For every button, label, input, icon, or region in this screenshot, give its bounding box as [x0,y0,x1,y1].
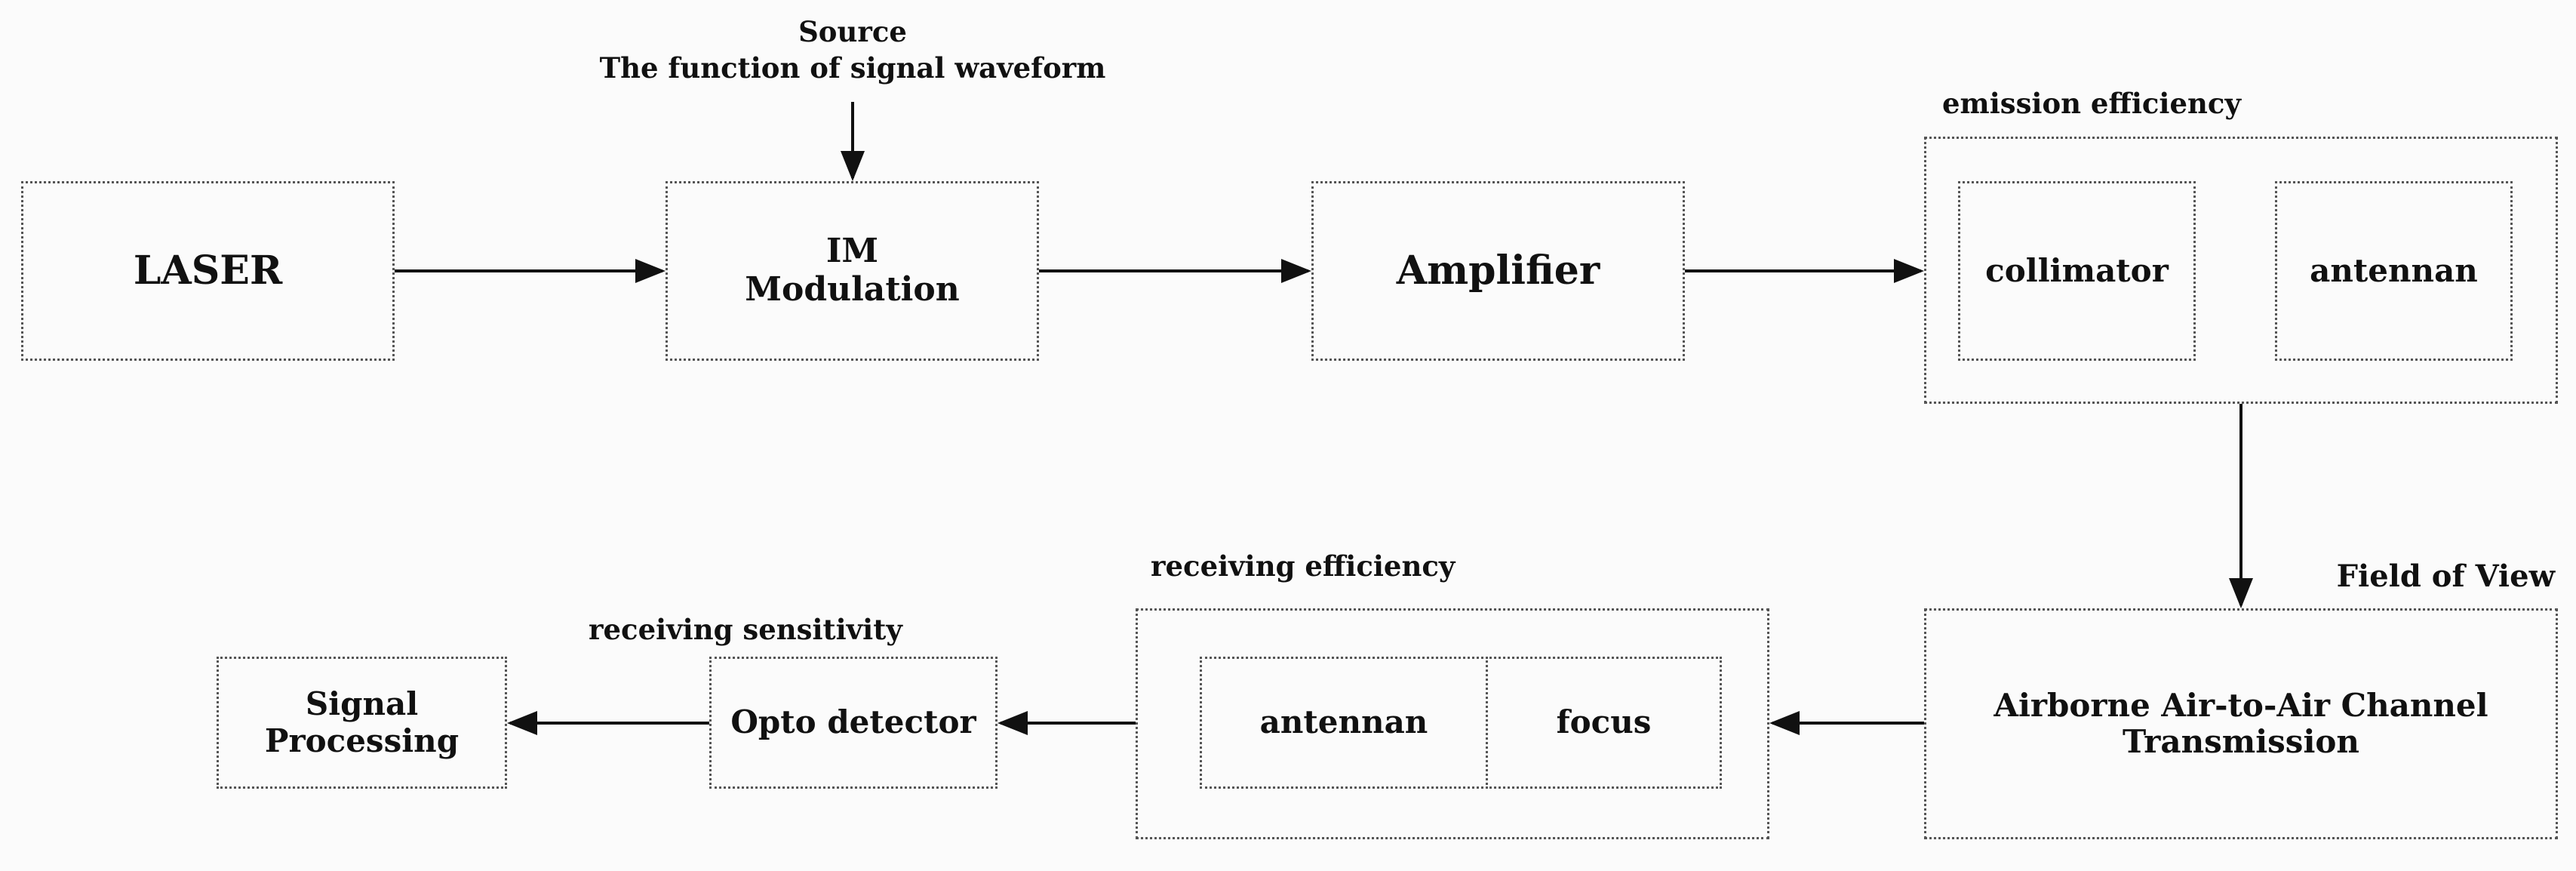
source-title: Source [798,15,907,48]
processing-label: Signal Processing [264,685,460,759]
source-label: Source The function of signal waveform [0,14,1705,86]
tx-antenna-block: antennan [2275,181,2513,361]
focus-label: focus [1556,703,1652,741]
processing-block: Signal Processing [217,657,507,789]
emission-efficiency-label: emission efficiency [1942,87,2241,120]
modulation-label: IM Modulation [745,232,960,309]
detector-block: Opto detector [709,657,998,789]
focus-block: focus [1486,657,1722,789]
rx-antenna-label: antennan [1259,703,1428,741]
amplifier-label: Amplifier [1396,248,1600,294]
source-subtitle: The function of signal waveform [599,51,1106,85]
receiving-group [1136,608,1769,839]
detector-label: Opto detector [730,703,976,741]
receiving-efficiency-label: receiving efficiency [1151,549,1456,583]
amplifier-block: Amplifier [1311,181,1685,361]
collimator-label: collimator [1985,251,2169,289]
modulation-block: IM Modulation [666,181,1039,361]
collimator-block: collimator [1958,181,2196,361]
channel-block: Airborne Air-to-Air Channel Transmission [1924,608,2558,839]
laser-label: LASER [133,248,283,294]
channel-label: Airborne Air-to-Air Channel Transmission [1993,686,2488,760]
field-of-view-label: Field of View [2336,559,2555,594]
laser-block: LASER [21,181,395,361]
emission-group [1924,137,2558,404]
tx-antenna-label: antennan [2310,251,2478,289]
receiving-sensitivity-label: receiving sensitivity [589,613,902,646]
